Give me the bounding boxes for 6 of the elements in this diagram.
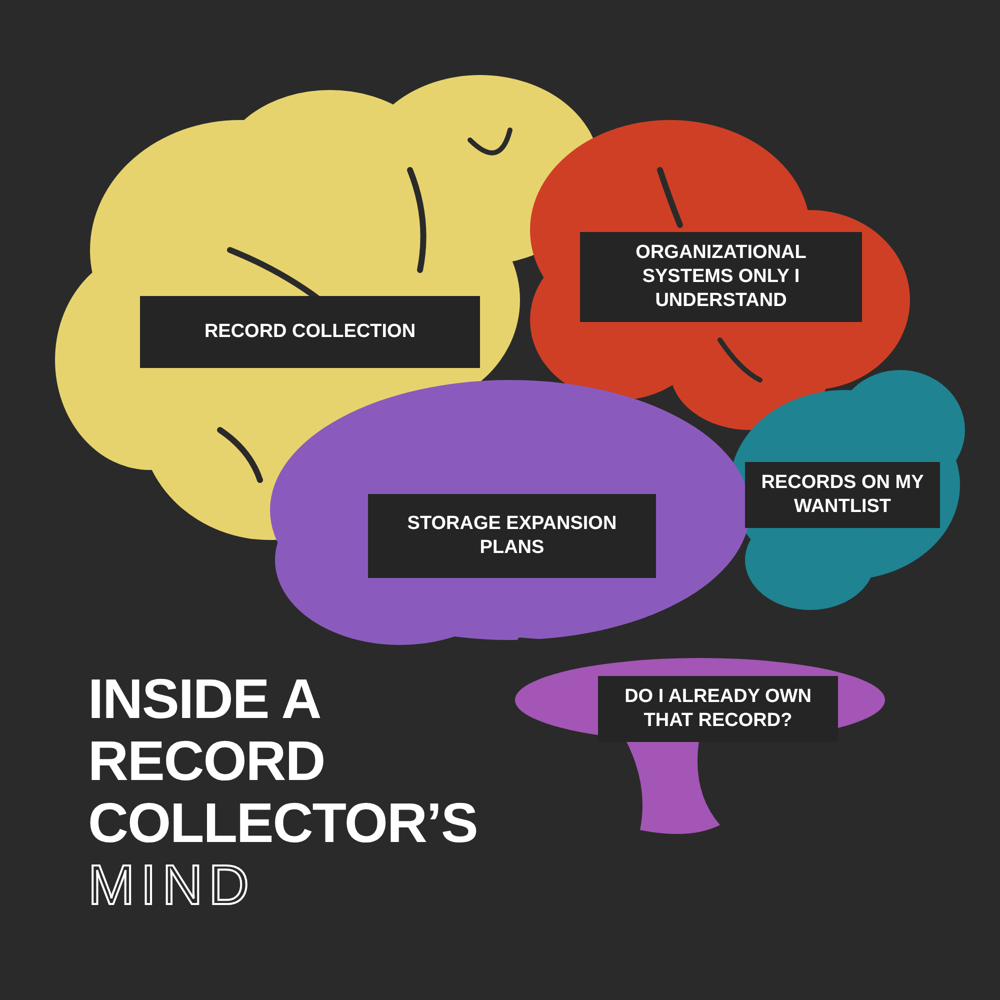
label-box: STORAGE EXPANSION PLANS bbox=[368, 494, 656, 578]
label-box: DO I ALREADY OWN THAT RECORD? bbox=[598, 676, 838, 742]
label-box: ORGANIZATIONAL SYSTEMS ONLY I UNDERSTAND bbox=[580, 232, 862, 322]
label-box: RECORDS ON MY WANTLIST bbox=[745, 462, 940, 528]
title: INSIDE A RECORD COLLECTOR’S MIND bbox=[88, 668, 478, 916]
label-box: RECORD COLLECTION bbox=[140, 296, 480, 368]
